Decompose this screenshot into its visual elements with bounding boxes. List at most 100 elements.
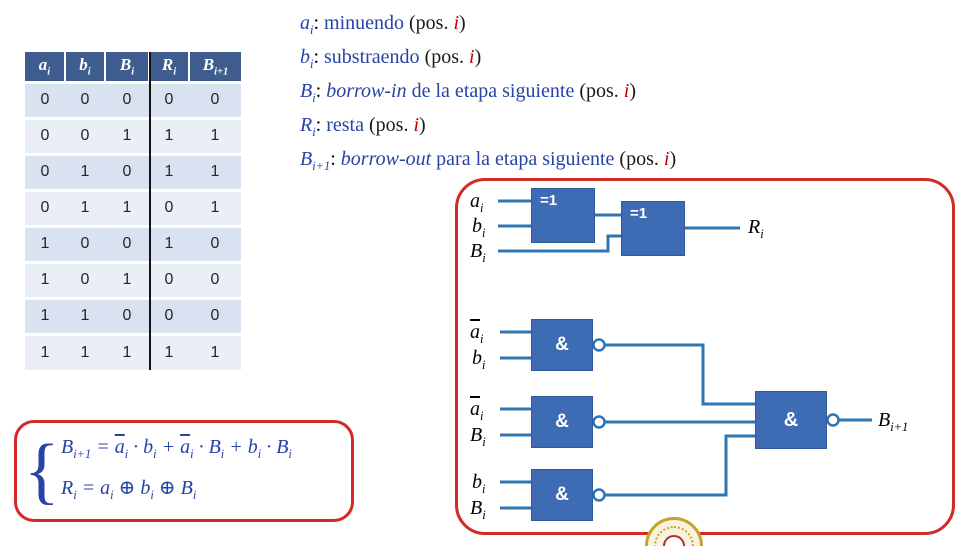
table-cell: 0 [25, 80, 65, 118]
table-cell: 1 [25, 332, 65, 370]
table-cell: 0 [189, 224, 241, 262]
input-label-b: bi [472, 215, 486, 240]
table-cell: 1 [149, 152, 189, 190]
bubble-n3 [592, 488, 606, 502]
formula-result: Ri = ai ⊕ bi ⊕ Bi [61, 477, 197, 502]
legend-item-borrow-out: Bi+1: borrow-out para la etapa siguiente… [300, 148, 677, 173]
table-cell: 0 [65, 116, 105, 154]
table-cell: 1 [25, 296, 65, 334]
legend: ai: minuendo (pos. i) bi: substraendo (p… [300, 10, 676, 180]
col-header-b: bi [64, 52, 105, 82]
col-header-borrow-out: Bi+1 [188, 52, 241, 82]
table-cell: 0 [105, 152, 149, 190]
table-cell: 0 [149, 260, 189, 298]
table-cell: 1 [149, 116, 189, 154]
table-cell: 1 [105, 332, 149, 370]
legend-item-a: ai: minuendo (pos. i) [300, 12, 466, 37]
equations-box: { Bi+1 = ai · bi + ai · Bi + bi · Bi Ri … [14, 420, 354, 522]
xor1-gate: =1 [531, 188, 595, 243]
table-cell: 1 [65, 296, 105, 334]
seal-core [663, 535, 685, 546]
xor-wires [498, 199, 740, 253]
table-cell: 1 [105, 260, 149, 298]
table-cell: 1 [25, 224, 65, 262]
legend-var: Bi [300, 80, 316, 105]
input-label-borrow-3: Bi [470, 497, 486, 522]
wire-n3-to-final [605, 434, 755, 497]
wire-layer [498, 199, 872, 510]
legend-var: ai [300, 12, 314, 37]
wire-borrow-in [498, 234, 621, 253]
table-cell: 1 [149, 332, 189, 370]
formula-borrow-out: Bi+1 = ai · bi + ai · Bi + bi · Bi [61, 436, 292, 461]
table-cell: 1 [189, 332, 241, 370]
final-nand-gate: & [755, 391, 827, 449]
nand1-gate: & [531, 319, 593, 371]
table-cell: 1 [189, 152, 241, 190]
table-cell: 1 [189, 116, 241, 154]
output-label-borrow-out: Bi+1 [878, 409, 909, 434]
col-header-result: Ri [148, 52, 189, 82]
table-cell: 0 [25, 116, 65, 154]
bubble-final [826, 413, 840, 427]
inverter-bubbles [592, 338, 840, 502]
table-cell: 1 [65, 188, 105, 226]
table-cell: 1 [189, 188, 241, 226]
input-label-borrow-in: Bi [470, 240, 486, 265]
legend-var: bi [300, 46, 314, 71]
table-cell: 0 [189, 80, 241, 118]
subtractor-circuit-box: =1 =1 & & & & ai bi Bi Ri ai bi ai Bi bi… [455, 178, 955, 535]
input-label-not-a-2: ai [470, 398, 484, 423]
legend-var: Bi+1 [300, 148, 331, 173]
table-cell: 0 [189, 296, 241, 334]
nand-wires [500, 330, 872, 510]
table-cell: 0 [149, 188, 189, 226]
wire-n1-to-final [605, 343, 755, 406]
truth-table-header-row: ai bi Bi Ri Bi+1 [25, 52, 241, 82]
legend-item-borrow-in: Bi: borrow-in de la etapa siguiente (pos… [300, 80, 637, 105]
table-cell: 1 [25, 260, 65, 298]
table-cell: 0 [25, 188, 65, 226]
col-header-a: ai [25, 52, 65, 82]
table-io-divider [149, 52, 151, 370]
bubble-n2 [592, 415, 606, 429]
table-cell: 0 [105, 80, 149, 118]
table-cell: 0 [149, 80, 189, 118]
table-cell: 0 [105, 224, 149, 262]
curly-brace: { [24, 430, 60, 512]
table-cell: 0 [105, 296, 149, 334]
input-label-a: ai [470, 190, 484, 215]
bubble-n1 [592, 338, 606, 352]
table-cell: 0 [149, 296, 189, 334]
input-label-borrow-2: Bi [470, 424, 486, 449]
legend-item-b: bi: substraendo (pos. i) [300, 46, 482, 71]
nand3-gate: & [531, 469, 593, 521]
table-cell: 0 [25, 152, 65, 190]
table-cell: 0 [189, 260, 241, 298]
table-cell: 1 [149, 224, 189, 262]
table-cell: 0 [65, 80, 105, 118]
table-cell: 1 [65, 332, 105, 370]
table-cell: 1 [65, 152, 105, 190]
col-header-borrow-in: Bi [104, 52, 149, 82]
input-label-not-a-1: ai [470, 321, 484, 346]
output-label-result: Ri [748, 216, 764, 241]
input-label-b-1: bi [472, 347, 486, 372]
table-cell: 1 [105, 116, 149, 154]
input-label-b-3: bi [472, 471, 486, 496]
table-cell: 0 [65, 224, 105, 262]
legend-var: Ri [300, 114, 316, 139]
legend-item-result: Ri: resta (pos. i) [300, 114, 426, 139]
xor2-gate: =1 [621, 201, 685, 256]
table-cell: 0 [65, 260, 105, 298]
